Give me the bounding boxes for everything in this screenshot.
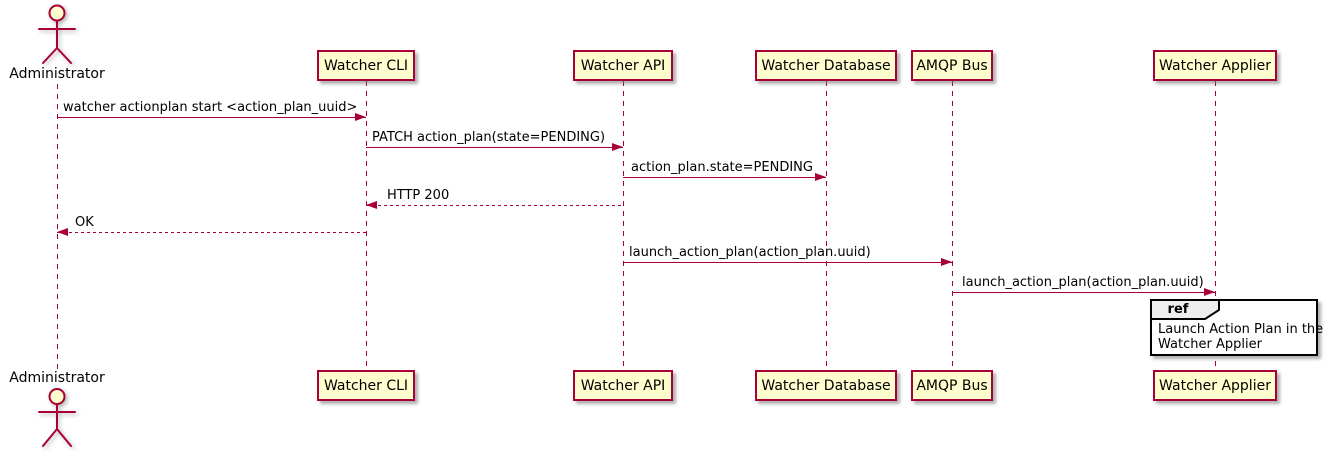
message-3: action_plan.state=PENDING [623, 160, 826, 182]
message-line [366, 147, 623, 148]
message-label: OK [75, 215, 94, 230]
participant-label: AMQP Bus [916, 377, 988, 394]
message-5: OK [57, 215, 366, 237]
message-label: HTTP 200 [387, 188, 450, 203]
actor-label-bottom: Administrator [9, 370, 105, 386]
message-line [623, 177, 826, 178]
participant-label: AMQP Bus [916, 57, 988, 74]
message-line [952, 292, 1215, 293]
participant-label: Watcher Database [761, 377, 891, 394]
message-label: action_plan.state=PENDING [631, 160, 813, 175]
ref-tab-icon [1150, 299, 1220, 320]
participant-box-watcher-api-bottom: Watcher API [573, 370, 673, 401]
message-label: launch_action_plan(action_plan.uuid) [629, 245, 871, 260]
participant-box-watcher-database-bottom: Watcher Database [755, 370, 897, 401]
ref-keyword: ref [1167, 302, 1189, 317]
participant-label: Watcher Database [761, 57, 891, 74]
message-2: PATCH action_plan(state=PENDING) [366, 130, 623, 152]
participant-box-amqp-bus-bottom: AMQP Bus [911, 370, 993, 401]
message-line [57, 117, 366, 118]
message-label: PATCH action_plan(state=PENDING) [372, 130, 606, 145]
participant-label: Watcher Applier [1159, 57, 1271, 74]
participant-box-watcher-applier-bottom: Watcher Applier [1153, 370, 1277, 401]
participant-box-watcher-cli-bottom: Watcher CLI [317, 370, 415, 401]
message-7: launch_action_plan(action_plan.uuid) [952, 275, 1215, 297]
participant-box-amqp-bus-top: AMQP Bus [911, 50, 993, 81]
arrow-right-icon [941, 258, 952, 266]
lifeline-watcher-database [825, 81, 827, 370]
lifeline-amqp-bus [951, 81, 953, 370]
lifeline-watcher-applier [1214, 81, 1216, 370]
message-line [366, 205, 623, 206]
message-4: HTTP 200 [366, 188, 623, 210]
arrow-right-icon [815, 173, 826, 181]
actor-label-top: Administrator [9, 66, 105, 82]
lifeline-watcher-api [622, 81, 624, 370]
arrow-right-icon [1204, 288, 1215, 296]
participant-box-watcher-api-top: Watcher API [573, 50, 673, 81]
participant-box-watcher-applier-top: Watcher Applier [1153, 50, 1277, 81]
actor-icon-top [38, 4, 76, 64]
arrow-right-icon [612, 143, 623, 151]
arrow-left-icon [57, 228, 68, 236]
message-line [623, 262, 952, 263]
participant-label: Watcher CLI [323, 57, 409, 74]
lifeline-administrator [56, 84, 58, 370]
participant-label: Watcher API [580, 377, 666, 394]
ref-text-line-2: Watcher Applier [1158, 337, 1262, 352]
ref-fragment: ref Launch Action Plan in the Watcher Ap… [1150, 299, 1323, 356]
message-6: launch_action_plan(action_plan.uuid) [623, 245, 952, 267]
message-label: watcher actionplan start <action_plan_uu… [63, 100, 358, 115]
participant-box-watcher-database-top: Watcher Database [755, 50, 897, 81]
ref-text-line-1: Launch Action Plan in the [1158, 322, 1324, 337]
message-label: launch_action_plan(action_plan.uuid) [962, 275, 1204, 290]
participant-label: Watcher Applier [1159, 377, 1271, 394]
arrow-left-icon [366, 201, 377, 209]
actor-icon-bottom [38, 388, 76, 447]
message-1: watcher actionplan start <action_plan_uu… [57, 100, 366, 122]
participant-label: Watcher API [580, 57, 666, 74]
participant-label: Watcher CLI [323, 377, 409, 394]
lifeline-watcher-cli [365, 81, 367, 370]
message-line [57, 232, 366, 233]
arrow-right-icon [355, 113, 366, 121]
participant-box-watcher-cli-top: Watcher CLI [317, 50, 415, 81]
